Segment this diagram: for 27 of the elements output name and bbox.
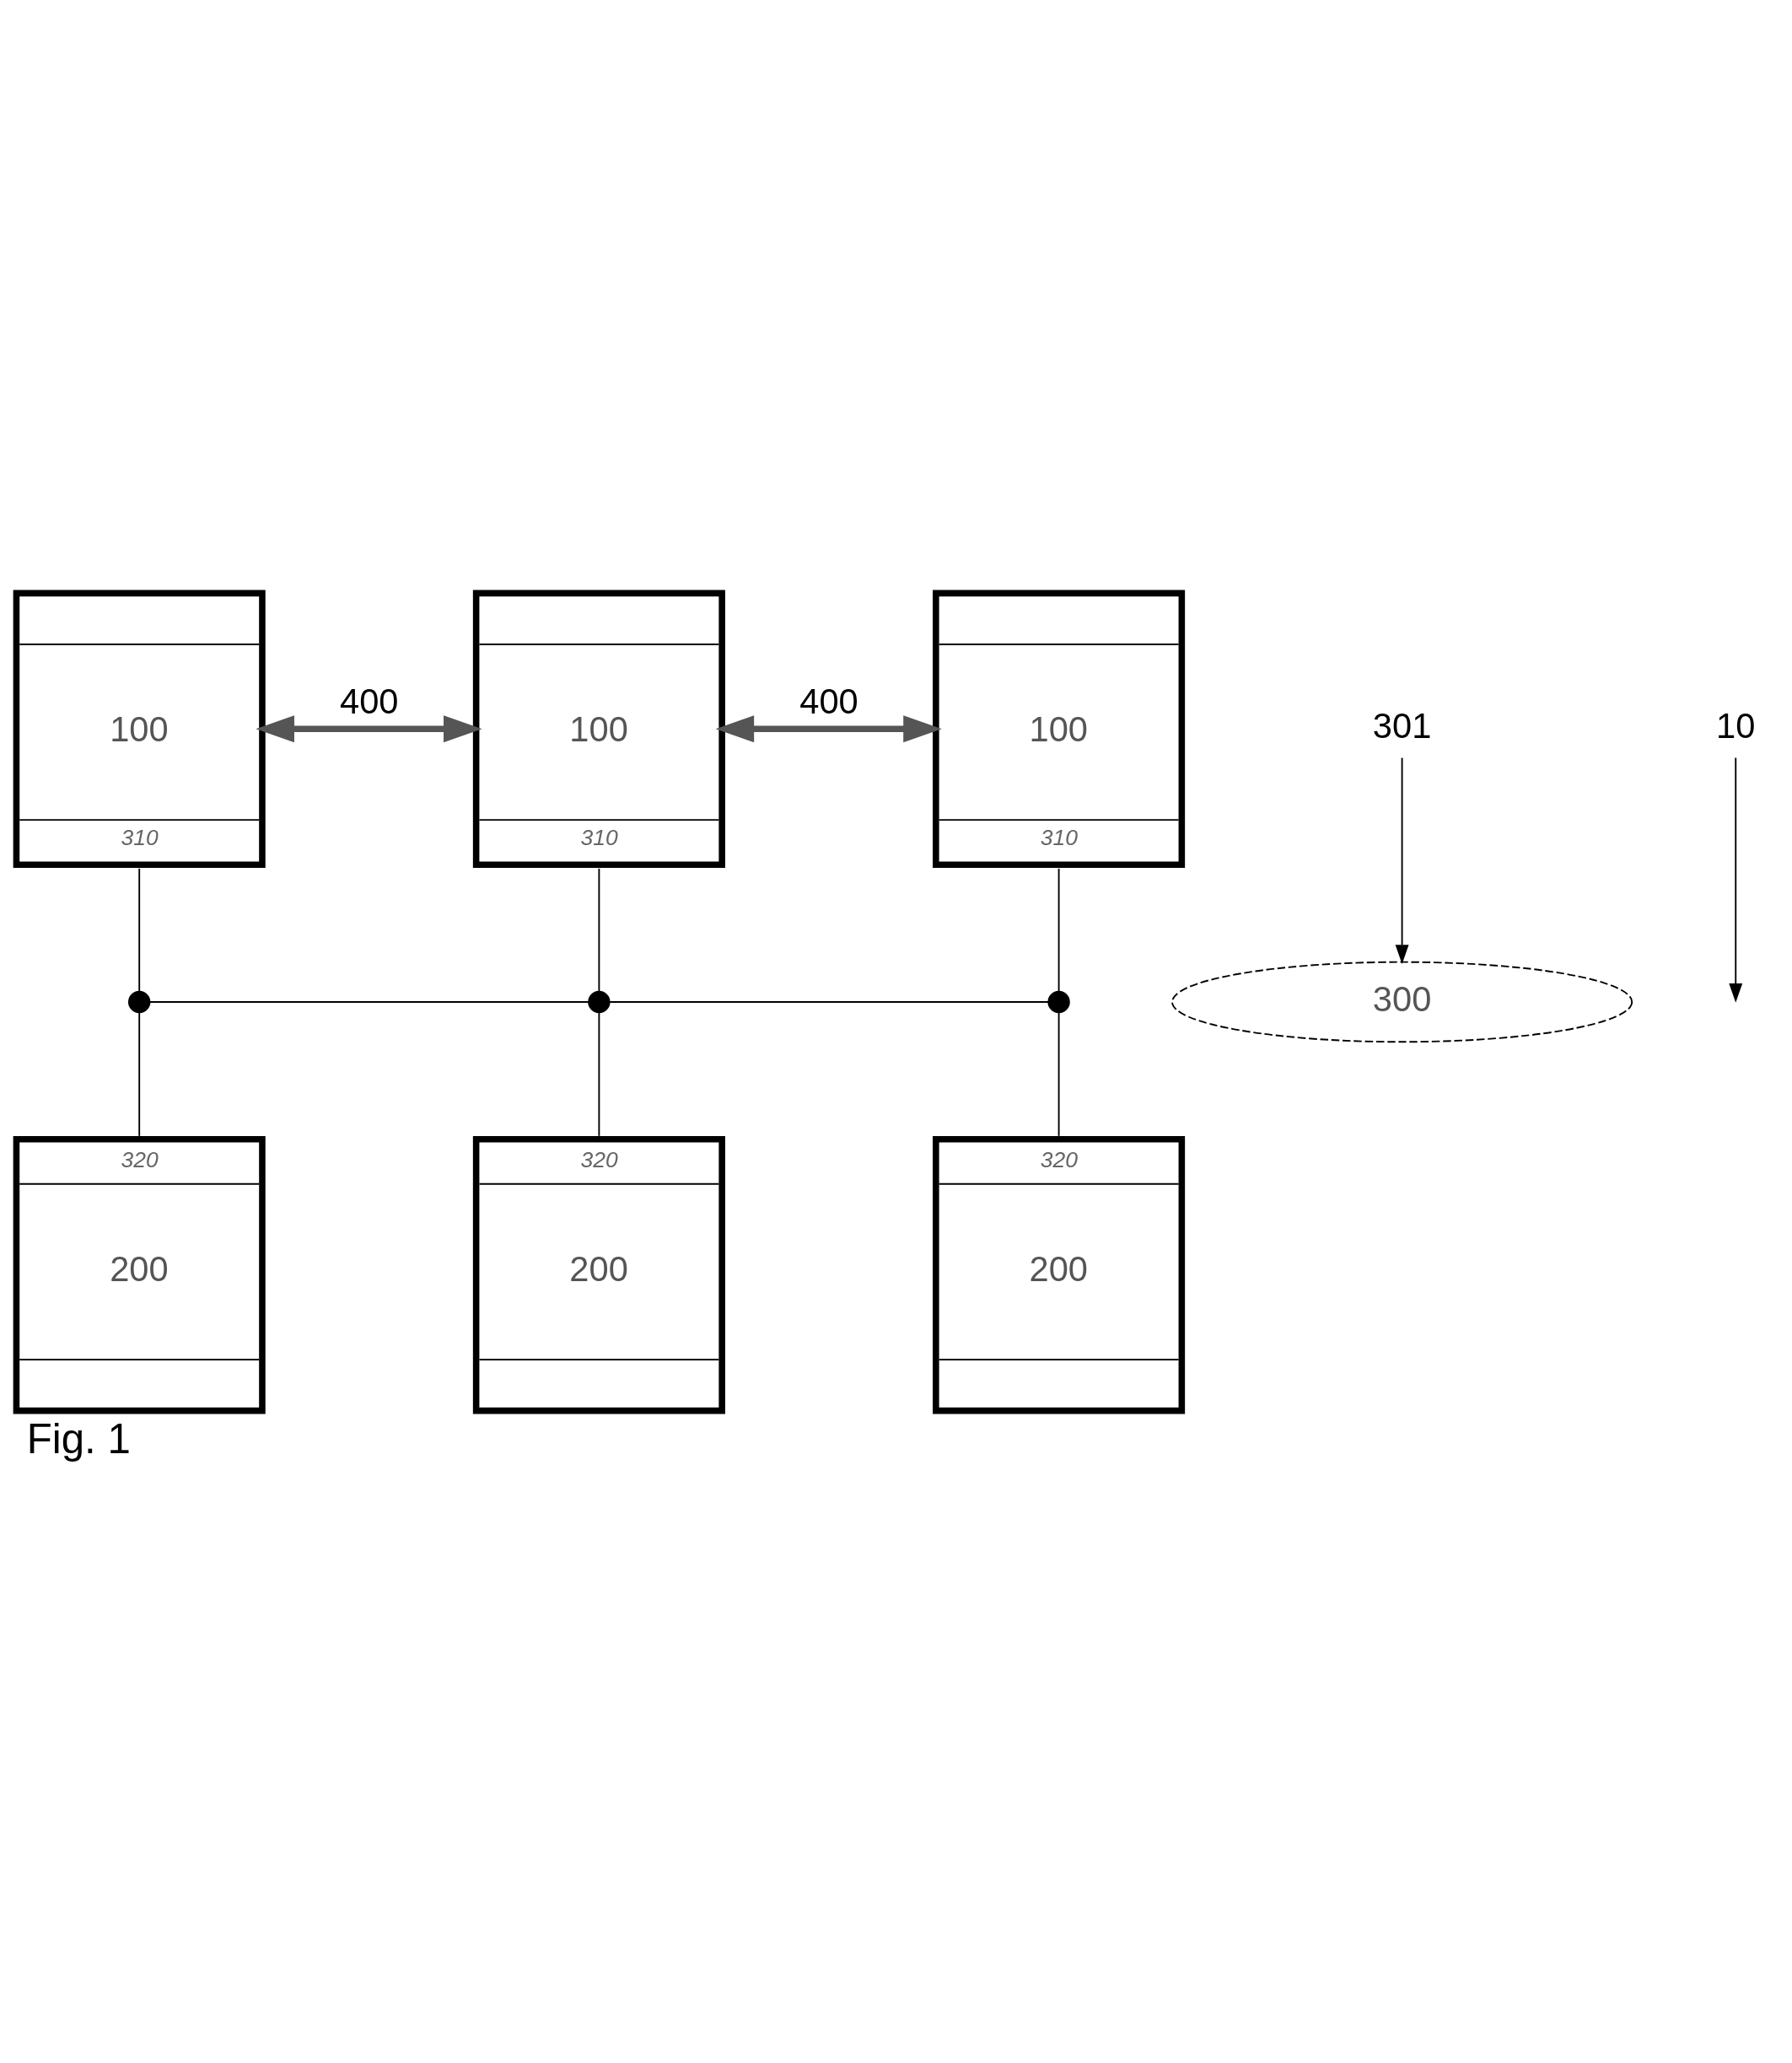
connector [609, 1001, 1050, 1003]
arrow [1395, 757, 1409, 965]
connector [138, 1011, 141, 1137]
node-text: 10 [1716, 705, 1756, 746]
arrow [1729, 757, 1743, 1003]
node-text: 301 [1372, 705, 1432, 746]
connector [598, 1011, 600, 1137]
connector [1057, 1011, 1060, 1137]
node-circle [1047, 990, 1070, 1014]
node-box: 320 200 [13, 1136, 266, 1414]
arrow [715, 715, 942, 743]
node-box: 100 310 [472, 590, 725, 868]
connector [149, 1001, 589, 1003]
node-circle [588, 990, 611, 1014]
arrow [256, 715, 482, 743]
node-box: 100 310 [933, 590, 1186, 868]
node-ellipse: 300 [1171, 961, 1633, 1043]
node-box: 320 200 [933, 1136, 1186, 1414]
connector [138, 867, 141, 992]
connector [598, 867, 600, 992]
edge-label: 400 [799, 681, 858, 722]
caption: Fig. 1 [26, 1415, 131, 1462]
node-circle [128, 990, 151, 1014]
connector [1057, 867, 1060, 992]
node-box: 100 310 [13, 590, 266, 868]
node-box: 320 200 [472, 1136, 725, 1414]
edge-label: 400 [340, 681, 399, 722]
